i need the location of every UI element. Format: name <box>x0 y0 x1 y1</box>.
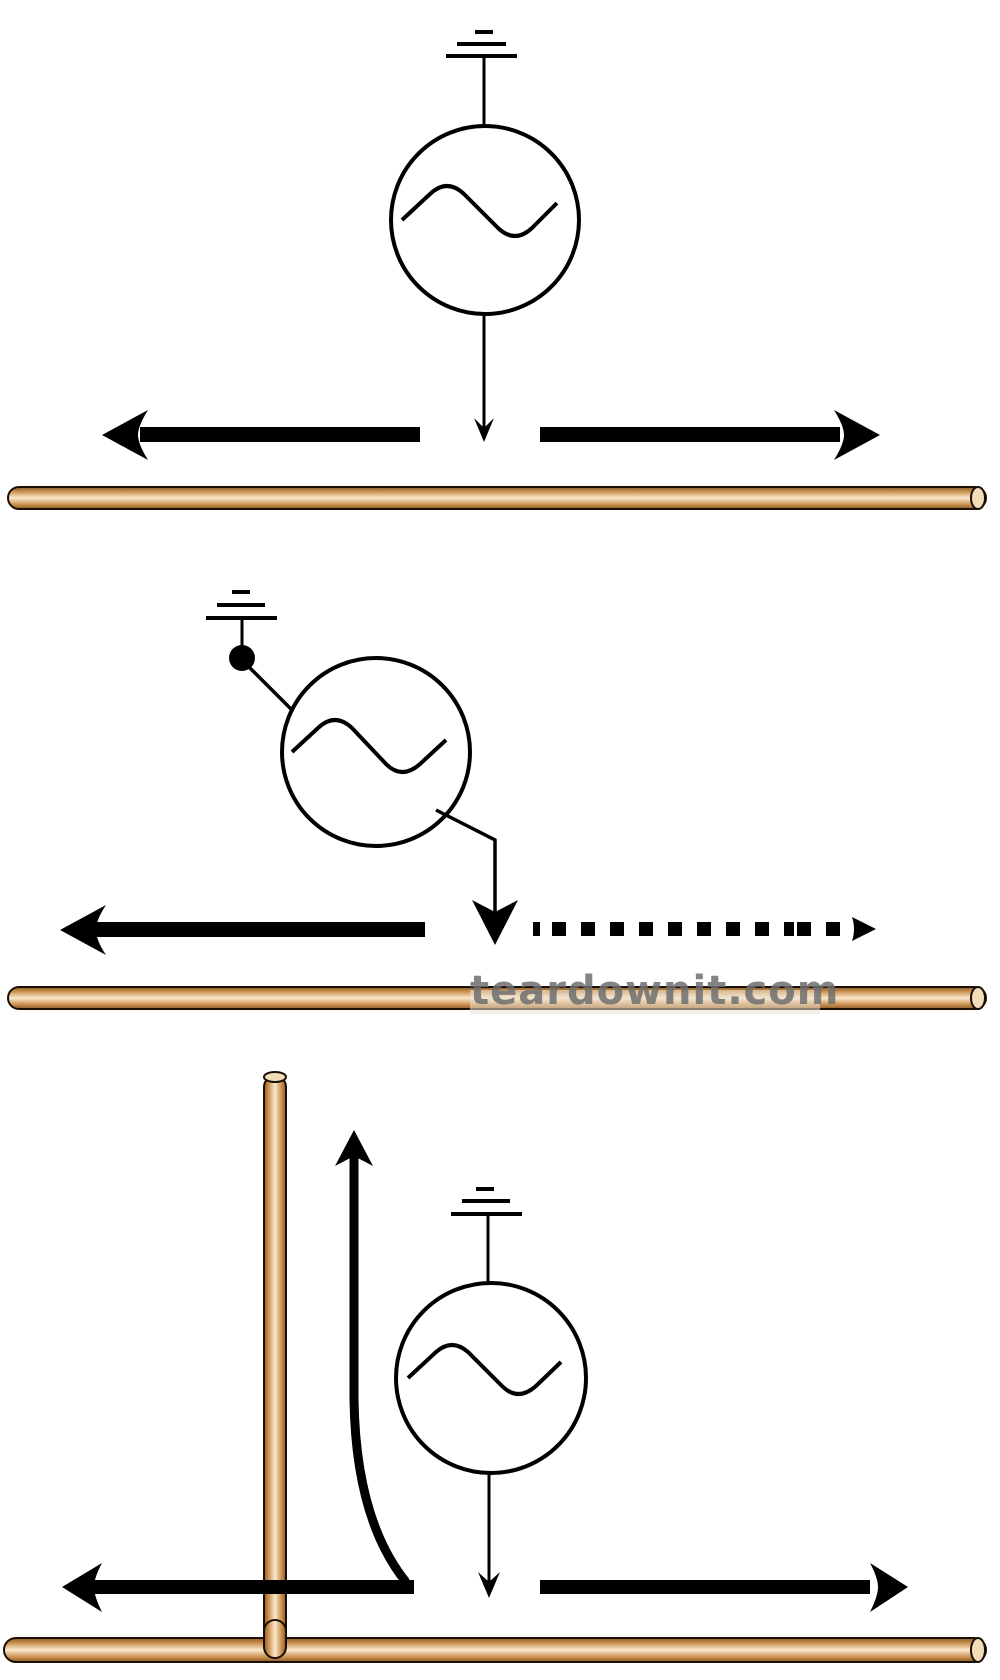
feed-arrow-down-icon <box>474 314 494 442</box>
feed-arrow-down-icon <box>478 1473 500 1598</box>
wave-arrow-right-icon <box>540 410 880 460</box>
wave-arrow-left-icon <box>102 410 420 460</box>
ground-icon <box>451 1187 522 1283</box>
watermark-backdrop <box>470 990 820 1014</box>
horizontal-wire <box>3 1637 987 1663</box>
curved-arrow-up-icon <box>335 1130 410 1585</box>
watermark: teardownit.com <box>470 968 840 1014</box>
wave-arrow-left-icon <box>60 905 425 955</box>
ac-source-icon <box>280 656 472 848</box>
panel-top <box>7 30 987 510</box>
ground-icon <box>446 30 517 126</box>
horizontal-wire <box>7 486 987 510</box>
vertical-wire-junction <box>263 1619 287 1659</box>
panel-bottom <box>3 1071 987 1663</box>
wave-arrow-dotted-right-icon <box>533 917 876 941</box>
ac-source-icon <box>394 1281 588 1475</box>
vertical-wire <box>263 1071 287 1659</box>
feed-arrow-bent-icon <box>435 808 518 945</box>
ground-with-node-icon <box>206 590 294 712</box>
panel-middle <box>7 590 987 1010</box>
wave-arrow-right-icon <box>540 1563 908 1612</box>
wave-arrow-left-icon <box>62 1563 414 1612</box>
ac-source-icon <box>389 124 581 316</box>
